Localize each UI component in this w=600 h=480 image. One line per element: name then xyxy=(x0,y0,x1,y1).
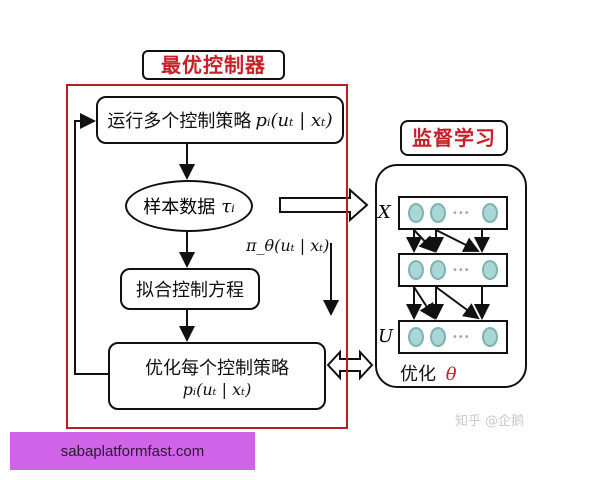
ellipsis: ••• xyxy=(452,331,470,343)
optimize-policies-label: 优化每个控制策略 xyxy=(145,357,289,379)
neuron-icon xyxy=(408,260,424,280)
neuron-icon xyxy=(408,327,424,347)
output-layer: ••• xyxy=(398,320,508,354)
ellipsis: ••• xyxy=(452,207,470,219)
theta-symbol: θ xyxy=(445,364,457,385)
sample-data-math: τᵢ xyxy=(221,195,235,217)
neuron-icon xyxy=(430,327,446,347)
optimize-policies-node: 优化每个控制策略 pᵢ(uₜ | xₜ) xyxy=(108,342,326,410)
neuron-icon xyxy=(481,203,498,223)
neuron-icon xyxy=(430,260,446,280)
optimize-theta-label: 优化 θ xyxy=(400,360,457,386)
hollow-arrow-right-icon xyxy=(279,187,369,223)
fit-dynamics-node: 拟合控制方程 xyxy=(120,268,260,310)
optimize-policies-math: pᵢ(uₜ | xₜ) xyxy=(182,379,252,399)
watermark: 知乎 @企鹅 xyxy=(455,414,525,429)
hidden-layer: ••• xyxy=(398,253,508,287)
supervised-learning-title: 监督学习 xyxy=(400,120,508,156)
ad-banner[interactable]: sabaplatformfast.com xyxy=(10,432,255,470)
ellipsis: ••• xyxy=(452,264,470,276)
neuron-icon xyxy=(430,203,446,223)
sample-data-node: 样本数据 τᵢ xyxy=(125,180,253,232)
neuron-icon xyxy=(481,260,498,280)
fit-dynamics-label: 拟合控制方程 xyxy=(136,280,244,301)
double-arrow-icon xyxy=(326,349,374,381)
neuron-icon xyxy=(408,203,424,223)
sample-data-label: 样本数据 xyxy=(143,197,216,218)
run-policies-math: pᵢ(uₜ | xₜ) xyxy=(255,109,333,131)
output-label-u: U xyxy=(378,326,394,347)
policy-label: π_θ(uₜ | xₜ) xyxy=(246,236,330,255)
run-policies-label: 运行多个控制策略 xyxy=(107,111,252,132)
ad-banner-text[interactable]: sabaplatformfast.com xyxy=(60,442,205,460)
feedback-arrow-icon xyxy=(74,113,108,375)
optimize-label: 优化 xyxy=(400,364,436,385)
input-label-x: X xyxy=(378,202,391,223)
run-policies-node: 运行多个控制策略 pᵢ(uₜ | xₜ) xyxy=(96,96,344,144)
neuron-icon xyxy=(481,327,498,347)
optimal-controller-title: 最优控制器 xyxy=(142,50,285,80)
input-layer: ••• xyxy=(398,196,508,230)
